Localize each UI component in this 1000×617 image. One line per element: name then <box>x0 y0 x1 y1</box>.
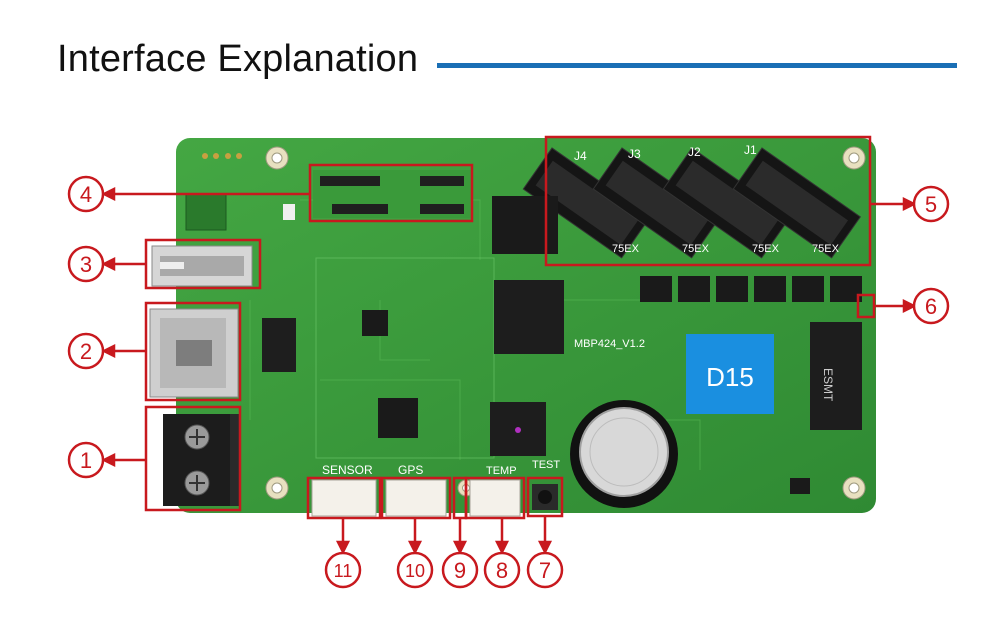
main-processor <box>494 280 564 354</box>
callout-circle-3 <box>67 245 105 283</box>
callout-circle-10 <box>396 551 434 589</box>
hub75-connectors: J4 J3 J2 J1 75EX 75EX 75EX 75EX <box>522 143 861 259</box>
callout-circle-6 <box>912 287 950 325</box>
callout-5: 5 <box>925 192 937 217</box>
expansion-connector <box>313 170 471 218</box>
hub-side-label-1: 75EX <box>612 243 640 255</box>
callout-10: 10 <box>405 561 425 581</box>
coin-battery <box>570 400 678 508</box>
callout-9: 9 <box>454 558 466 583</box>
ethernet-port <box>149 308 239 398</box>
test-label: TEST <box>532 459 560 471</box>
bottom-connectors <box>311 479 558 517</box>
flash-chip <box>492 196 558 254</box>
hub-label-4: J1 <box>744 143 757 157</box>
gps-label: GPS <box>398 463 423 477</box>
callout-1: 1 <box>80 448 92 473</box>
callout-2: 2 <box>80 339 92 364</box>
callout-8: 8 <box>496 558 508 583</box>
highlight-hub75 <box>544 135 872 267</box>
usb-port <box>151 245 253 287</box>
hub-side-label-4: 75EX <box>812 243 840 255</box>
callout-circle-9 <box>441 551 479 589</box>
title-underline <box>437 63 957 68</box>
callout-circle-8 <box>483 551 521 589</box>
temp-label: TEMP <box>486 465 517 477</box>
power-terminal <box>163 414 240 506</box>
highlight-power <box>144 405 242 512</box>
callout-7: 7 <box>539 558 551 583</box>
hub-label-1: J4 <box>574 149 587 163</box>
model-text: MBP424_V1.2 <box>574 338 645 350</box>
hub-label-2: J3 <box>628 147 641 161</box>
callout-circle-1 <box>67 441 105 479</box>
callout-6: 6 <box>925 294 937 319</box>
hub-side-label-3: 75EX <box>752 243 780 255</box>
model-badge <box>686 334 774 414</box>
hub-label-3: J2 <box>688 145 701 159</box>
callout-circle-7 <box>526 551 564 589</box>
memory-chip-brand: ESMT <box>821 368 835 402</box>
hub-side-label-2: 75EX <box>682 243 710 255</box>
callout-circle-11 <box>324 551 362 589</box>
page-title: Interface Explanation <box>57 38 419 80</box>
sensor-label: SENSOR <box>322 463 373 477</box>
callout-4: 4 <box>80 182 92 207</box>
callout-circle-4 <box>67 175 105 213</box>
callout-11: 11 <box>334 561 353 581</box>
callout-circle-5 <box>912 185 950 223</box>
callout-3: 3 <box>80 252 92 277</box>
model-badge-text: D15 <box>706 362 754 392</box>
memory-chip <box>810 322 862 430</box>
callout-circle-2 <box>67 332 105 370</box>
buffer-chips <box>640 276 862 302</box>
